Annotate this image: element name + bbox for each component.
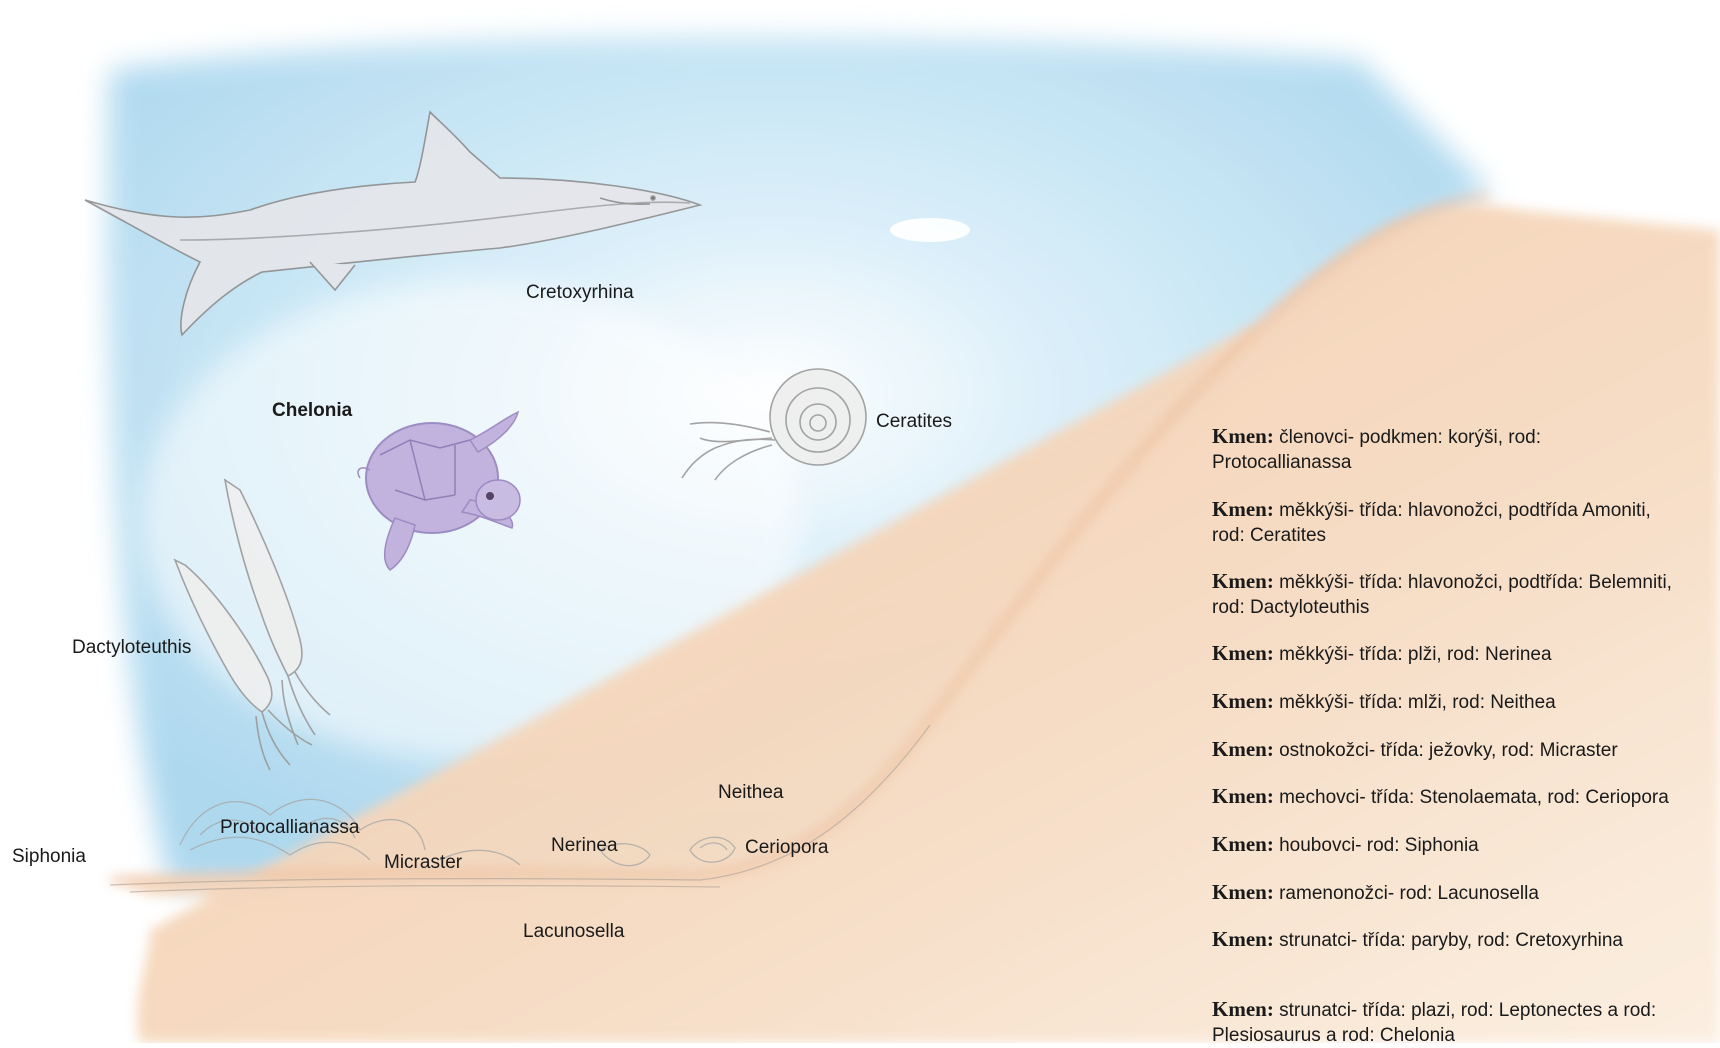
legend-text-cont: rod: Dactyloteuthis [1212, 597, 1369, 618]
legend-key: Kmen: [1212, 641, 1274, 665]
legend-text-cont: rod: Ceratites [1212, 525, 1326, 546]
legend-text: ramenonožci- rod: Lacunosella [1274, 883, 1539, 904]
legend-entry: Kmen: strunatci- třída: plazi, rod: Lept… [1212, 997, 1712, 1048]
legend-text: měkkýši- třída: hlavonožci, podtřída: Be… [1274, 572, 1672, 593]
legend-entry: Kmen: měkkýši- třída: hlavonožci, podtří… [1212, 569, 1712, 620]
legend-text: členovci- podkmen: korýši, rod: [1274, 427, 1541, 448]
legend-key: Kmen: [1212, 927, 1274, 951]
legend-text: mechovci- třída: Stenolaemata, rod: Ceri… [1274, 787, 1669, 808]
legend-text: měkkýši- třída: plži, rod: Nerinea [1274, 644, 1552, 665]
legend-key: Kmen: [1212, 784, 1274, 808]
legend-text-cont: Protocallianassa [1212, 452, 1351, 473]
legend-key: Kmen: [1212, 689, 1274, 713]
label-dactyloteuthis: Dactyloteuthis [72, 637, 191, 659]
label-micraster: Micraster [384, 852, 462, 874]
label-nerinea: Nerinea [551, 835, 618, 857]
legend-entry: Kmen: členovci- podkmen: korýši, rod: Pr… [1212, 424, 1712, 475]
legend-entry: Kmen: měkkýši- třída: hlavonožci, podtří… [1212, 497, 1712, 548]
legend-text: houbovci- rod: Siphonia [1274, 835, 1479, 856]
legend-entry: Kmen: měkkýši- třída: plži, rod: Nerinea [1212, 641, 1712, 667]
legend-entry: Kmen: strunatci- třída: paryby, rod: Cre… [1212, 927, 1712, 953]
legend-entry: Kmen: houbovci- rod: Siphonia [1212, 832, 1712, 858]
label-siphonia: Siphonia [12, 846, 86, 868]
legend-key: Kmen: [1212, 737, 1274, 761]
legend-entry: Kmen: měkkýši- třída: mlži, rod: Neithea [1212, 689, 1712, 715]
legend-key: Kmen: [1212, 569, 1274, 593]
legend-key: Kmen: [1212, 497, 1274, 521]
label-ceriopora: Ceriopora [745, 837, 828, 859]
legend-key: Kmen: [1212, 424, 1274, 448]
label-neithea: Neithea [718, 782, 784, 804]
label-lacunosella: Lacunosella [523, 921, 624, 943]
legend-key: Kmen: [1212, 880, 1274, 904]
legend-text: strunatci- třída: plazi, rod: Leptonecte… [1274, 1000, 1656, 1021]
label-cretoxyrhina: Cretoxyrhina [526, 282, 634, 304]
label-chelonia: Chelonia [272, 400, 352, 422]
legend-entry: Kmen: ostnokožci- třída: ježovky, rod: M… [1212, 737, 1712, 763]
legend-text: měkkýši- třída: mlži, rod: Neithea [1274, 692, 1556, 713]
legend-text: ostnokožci- třída: ježovky, rod: Micrast… [1274, 740, 1618, 761]
label-protocallianassa: Protocallianassa [220, 817, 359, 839]
label-ceratites: Ceratites [876, 411, 952, 433]
legend-key: Kmen: [1212, 832, 1274, 856]
legend-entry: Kmen: ramenonožci- rod: Lacunosella [1212, 880, 1712, 906]
legend-text: měkkýši- třída: hlavonožci, podtřída Amo… [1274, 500, 1651, 521]
legend-entry: Kmen: mechovci- třída: Stenolaemata, rod… [1212, 784, 1712, 810]
legend-text: strunatci- třída: paryby, rod: Cretoxyrh… [1274, 930, 1623, 951]
legend-key: Kmen: [1212, 997, 1274, 1021]
